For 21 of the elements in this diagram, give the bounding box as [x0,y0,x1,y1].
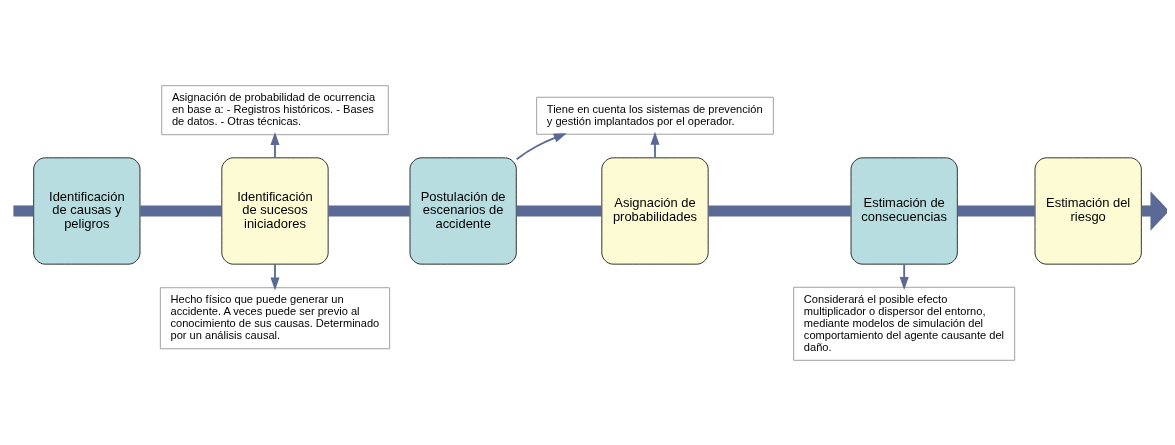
arrow [899,262,909,290]
node-box: Identificación de causas y peligros [33,156,141,265]
connector [708,204,851,217]
node-box: Hecho físico que puede generar un accidente. A veces puede ser previo al conocimiento de sus causas. Determinado por un análisis causal. [159,286,391,349]
connector [957,204,1035,217]
node-box: Postulación de escenarios de accidente [409,156,517,265]
arrow [270,262,280,290]
arrow [515,132,567,160]
node-box: Asignación de probabilidad de ocurrencia en base a: - Registros históricos. - Bases de datos. - Otras técnicas. [161,84,389,135]
node-box: Estimación del riesgo [1034,156,1142,265]
node-box: Tiene en cuenta los sistemas de prevención y gestión implantados por el operador. [536,96,774,135]
arrow [270,131,280,158]
connector [13,204,34,217]
node-box: Asignación de probabilidades [601,156,709,265]
connector [516,204,602,217]
node-box: Considerará el posible efecto multiplicador o dispersor del entorno, mediante modelos de simulación del comportamiento del agente causante del daño. [793,286,1016,361]
node-box: Identificación de sucesos iniciadores [221,156,329,265]
arrow [650,131,660,159]
connector [328,204,410,217]
connector [140,204,222,217]
node-box: Estimación de consecuencias [850,156,958,265]
